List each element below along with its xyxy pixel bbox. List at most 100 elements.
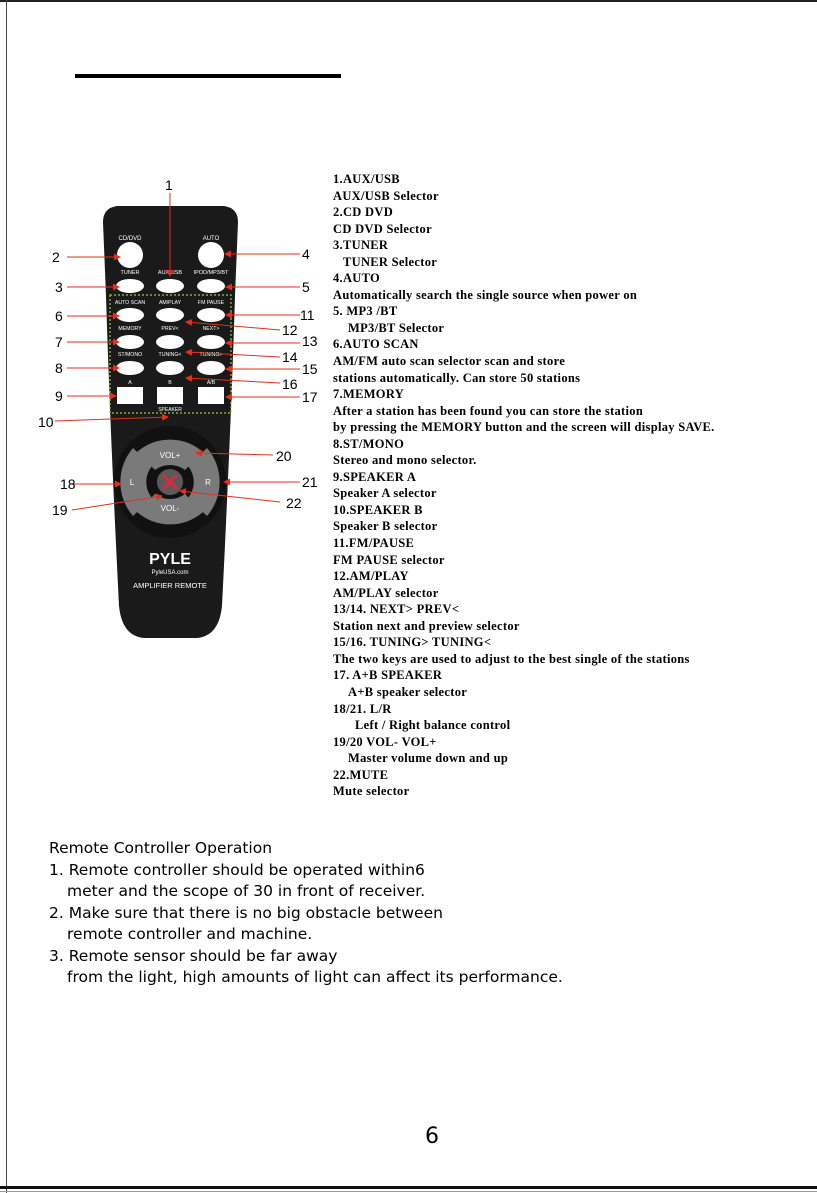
am-play-button [156, 308, 184, 322]
label-speaker-b: B [168, 380, 172, 386]
speaker-ab-button [198, 387, 224, 404]
callout-13: 13 [302, 333, 318, 349]
page-bottom-border [0, 1186, 817, 1189]
aux-usb-button [156, 279, 184, 293]
next-button [197, 335, 225, 349]
callout-20: 20 [276, 448, 292, 464]
legend-line: Left / Right balance control [355, 718, 511, 733]
button-legend: 1.AUX/USB AUX/USB Selector 2.CD DVD CD D… [333, 171, 813, 800]
legend-line: MP3/BT Selector [348, 320, 445, 335]
operation-line: meter and the scope of 30 in front of re… [67, 882, 426, 900]
legend-line: 8.ST/MONO [333, 436, 405, 451]
label-tuning-up: TUNING> [200, 352, 223, 358]
prev-button [156, 335, 184, 349]
vol-up-button [137, 439, 203, 470]
tuner-button [116, 279, 144, 293]
legend-line: Speaker B selector [333, 519, 438, 534]
callout-12: 12 [282, 322, 298, 338]
legend-line: 19/20 VOL- VOL+ [333, 734, 437, 749]
legend-line: AM/FM auto scan selector scan and store [333, 354, 566, 369]
tuning-down-button [156, 361, 184, 375]
label-st-mono: ST/MONO [118, 352, 142, 358]
label-tuner: TUNER [121, 270, 140, 276]
legend-line: by pressing the MEMORY button and the sc… [333, 420, 715, 435]
memory-button [116, 335, 144, 349]
callout-leaders [54, 193, 300, 511]
callout-10: 10 [38, 414, 54, 430]
callout-11: 11 [300, 307, 315, 323]
legend-line: 7.MEMORY [333, 387, 405, 402]
label-prev: PREV< [161, 326, 178, 332]
legend-line: stations automatically. Can store 50 sta… [333, 370, 581, 385]
label-cd-dvd: CD/DVD [118, 236, 142, 242]
legend-line: AUX/USB Selector [333, 188, 439, 203]
callout-5: 5 [302, 279, 310, 295]
label-vol-down: VOL- [161, 504, 180, 513]
legend-line: 11.FM/PAUSE [333, 536, 415, 551]
page-top-border [0, 0, 817, 2]
callout-18: 18 [60, 476, 76, 492]
callout-14: 14 [282, 349, 298, 365]
callout-22: 22 [286, 495, 302, 511]
callout-2: 2 [52, 249, 60, 265]
legend-line: Master volume down and up [348, 751, 509, 766]
brand-url: PyleUSA.com [151, 570, 188, 576]
legend-line: 10.SPEAKER B [333, 502, 423, 517]
legend-line: 9.SPEAKER A [333, 469, 417, 484]
page-number: 6 [425, 1124, 439, 1149]
tuning-up-button [197, 361, 225, 375]
legend-line: Mute selector [333, 784, 410, 799]
label-am-play: AM/PLAY [159, 300, 182, 306]
legend-line: 5. MP3 /BT [333, 304, 398, 319]
operation-title: Remote Controller Operation [49, 839, 273, 857]
legend-line: Speaker A selector [333, 486, 437, 501]
legend-line: AM/PLAY selector [333, 585, 439, 600]
fm-pause-button [197, 308, 225, 322]
legend-line: 18/21. L/R [333, 701, 392, 716]
vol-down-button [137, 494, 203, 525]
label-speaker-ab: A/B [207, 380, 216, 386]
label-speaker: SPEAKER [158, 407, 182, 413]
operation-line: 1. Remote controller should be operated … [49, 860, 425, 879]
label-right: R [205, 478, 211, 487]
heading-rule [75, 74, 341, 78]
speaker-a-button [117, 387, 143, 404]
legend-line: 22.MUTE [333, 767, 389, 782]
callout-15: 15 [302, 361, 318, 377]
callout-17: 17 [302, 389, 318, 405]
callout-21: 21 [302, 474, 318, 490]
label-memory: MEMORY [118, 326, 142, 332]
legend-line: 2.CD DVD [333, 205, 394, 220]
callout-3: 3 [55, 279, 63, 295]
legend-line: 1.AUX/USB [333, 172, 400, 186]
right-button [188, 448, 220, 516]
legend-line: CD DVD Selector [333, 221, 432, 236]
legend-line: 17. A+B SPEAKER [333, 668, 443, 683]
operation-line: from the light, high amounts of light ca… [67, 968, 563, 986]
ipod-mp3-bt-button [197, 279, 225, 293]
callout-4: 4 [302, 246, 310, 262]
legend-line: A+B speaker selector [348, 684, 468, 699]
legend-line: After a station has been found you can s… [333, 403, 644, 418]
legend-line: Station next and preview selector [333, 618, 520, 633]
brand-logo: PYLE [149, 551, 191, 568]
remote-operation-section: Remote Controller Operation 1. Remote co… [49, 838, 563, 989]
label-tuning-down: TUNING< [159, 352, 182, 358]
legend-line: The two keys are used to adjust to the b… [333, 651, 690, 666]
speaker-b-button [157, 387, 183, 404]
operation-line: 2. Make sure that there is no big obstac… [49, 903, 443, 922]
legend-line: 4.AUTO [333, 271, 381, 286]
legend-line: 3.TUNER [333, 238, 389, 253]
label-fm-pause: FM PAUSE [198, 300, 225, 306]
legend-line: Stereo and mono selector. [333, 453, 477, 468]
page-left-border [6, 0, 7, 1193]
label-next: NEXT> [203, 326, 220, 332]
page-bottom-border-thin [0, 1191, 817, 1192]
callout-7: 7 [55, 334, 63, 350]
legend-line: Automatically search the single source w… [333, 287, 638, 302]
callout-19: 19 [52, 502, 68, 518]
label-ipod: IPOD/MP3/BT [194, 270, 229, 276]
model-label: AMPLIFIER REMOTE [133, 581, 207, 590]
label-auto: AUTO [203, 236, 220, 242]
callout-1: 1 [165, 177, 173, 193]
